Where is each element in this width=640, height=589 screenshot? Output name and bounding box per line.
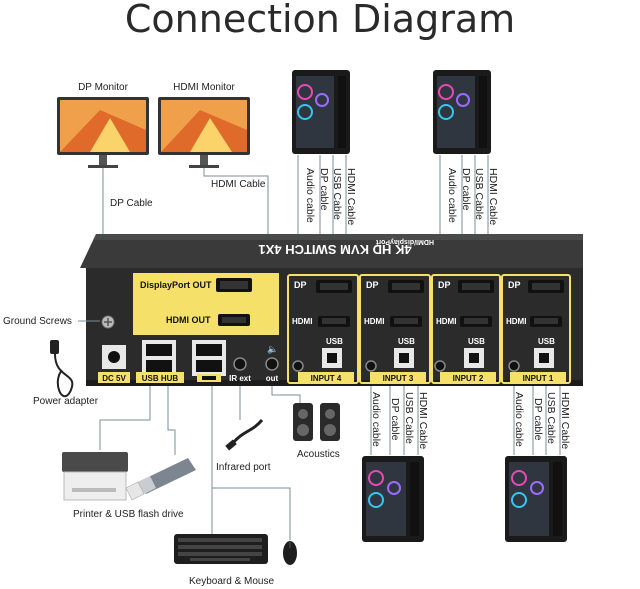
cable-label-usb-bl: USB Cable [403,392,415,444]
dc-label: DC 5V [102,374,126,383]
input-3: DP HDMI USB INPUT 3 [364,280,426,383]
pc-bottom-right [505,456,567,542]
input-3-usb-label: USB [398,337,415,346]
input-2: DP HDMI USB INPUT 2 [434,280,496,383]
input-1-label: INPUT 1 [523,374,554,383]
speaker-icon: 🔈 [267,344,278,355]
hdmi-out-label: HDMI OUT [166,315,211,325]
ground-screws-label: Ground Screws [3,316,72,327]
dp-out-label: DisplayPort OUT [140,280,212,290]
input-2-dp-label: DP [438,280,451,290]
keyboard-mouse-label: Keyboard & Mouse [189,576,274,587]
input-3-hdmi-label: HDMI [364,317,384,326]
input-2-hdmi-label: HDMI [436,317,456,326]
cable-label-dp-bl: DP cable [389,398,401,441]
cable-label-dp-tr: DP cable [460,168,472,211]
input-4-label: INPUT 4 [311,374,342,383]
cable-label-audio-tr: Audio cable [446,168,458,223]
hdmi-cable-label: HDMI Cable [211,179,266,190]
dp-monitor [57,97,149,168]
keyboard-small-icon [202,376,216,380]
dp-monitor-label: DP Monitor [78,82,129,93]
infrared-cable-icon [225,419,264,451]
cable-label-hdmi-br: HDMI Cable [559,392,571,449]
power-adapter-label: Power adapter [33,396,99,407]
cable-label-hdmi-tr: HDMI Cable [487,168,499,225]
mouse-icon [283,541,297,565]
usb-hub-label: USB HUB [142,374,179,383]
input-4: DP HDMI USB INPUT 4 [292,280,354,383]
printer-icon [62,452,128,501]
usb-hub-ports [142,340,226,376]
power-adapter-icon [50,340,74,398]
cable-label-audio-tl: Audio cable [304,168,316,223]
input-1-usb-label: USB [538,337,555,346]
hdmi-monitor-label: HDMI Monitor [173,82,235,93]
pc-top-right [433,70,491,154]
page-title: Connection Diagram [125,0,515,41]
ir-label: IR ext [229,374,251,383]
device-top-text: 4K HD KVM SWITCH 4X1 [258,242,411,257]
infrared-port-label: Infrared port [216,462,271,473]
input-4-hdmi-label: HDMI [292,317,312,326]
printer-usb-label: Printer & USB flash drive [73,509,184,520]
cable-label-hdmi-bl: HDMI Cable [417,392,429,449]
pc-bottom-left [362,456,424,542]
cable-label-usb-br: USB Cable [545,392,557,444]
cable-label-dp-br: DP cable [532,398,544,441]
cable-label-usb-tr: USB Cable [473,168,485,220]
hdmi-monitor [158,97,250,168]
input-1: DP HDMI USB INPUT 1 [506,280,566,383]
out-label: out [266,374,279,383]
cable-label-hdmi-tl: HDMI Cable [345,168,357,225]
cable-label-usb-tl: USB Cable [331,168,343,220]
input-2-label: INPUT 2 [453,374,484,383]
dp-cable-label: DP Cable [110,198,153,209]
input-1-hdmi-label: HDMI [506,317,526,326]
ir-jack [233,357,247,371]
cable-label-audio-br: Audio cable [513,392,525,447]
input-1-dp-label: DP [508,280,521,290]
cable-label-dp-tl: DP cable [318,168,330,211]
acoustics-label: Acoustics [297,449,340,460]
input-3-label: INPUT 3 [383,374,414,383]
cable-label-audio-bl: Audio cable [370,392,382,447]
audio-out-jack [265,357,279,371]
keyboard-icon [174,534,268,564]
device-sub-text: HDMI/displayPort [375,238,434,245]
usb-flash-drive-icon [125,458,196,501]
speakers-icon [293,403,340,441]
input-3-dp-label: DP [366,280,379,290]
input-2-usb-label: USB [468,337,485,346]
input-4-dp-label: DP [294,280,307,290]
input-4-usb-label: USB [326,337,343,346]
pc-top-left [292,70,350,154]
